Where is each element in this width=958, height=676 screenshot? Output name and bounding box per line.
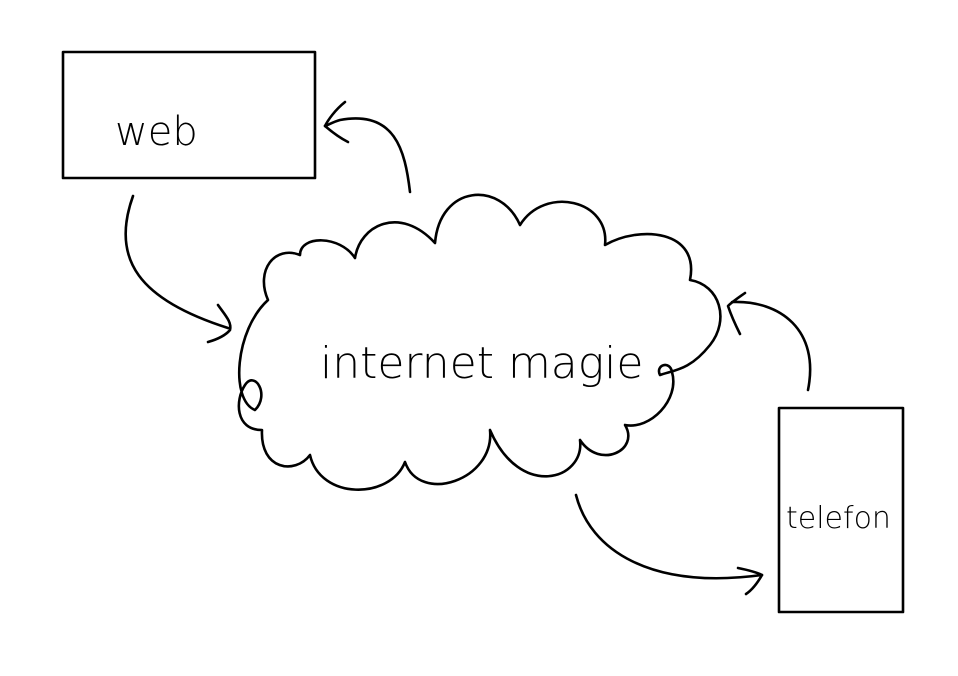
arrow-cloud-to-web [323,100,412,194]
arrow-telefon-to-cloud [726,291,812,392]
web-box [61,50,317,180]
arrow-cloud-to-telefon [574,493,764,596]
telefon-box [777,406,905,614]
web-label: web [115,109,198,155]
arrow-web-to-cloud [124,194,232,344]
web-node: web [61,50,317,180]
cloud-label: internet magie [320,338,643,389]
telefon-label: telefon [786,501,891,536]
telefon-node: telefon [777,406,905,614]
cloud-node: internet magie [237,193,722,491]
cloud-shape [237,193,722,491]
